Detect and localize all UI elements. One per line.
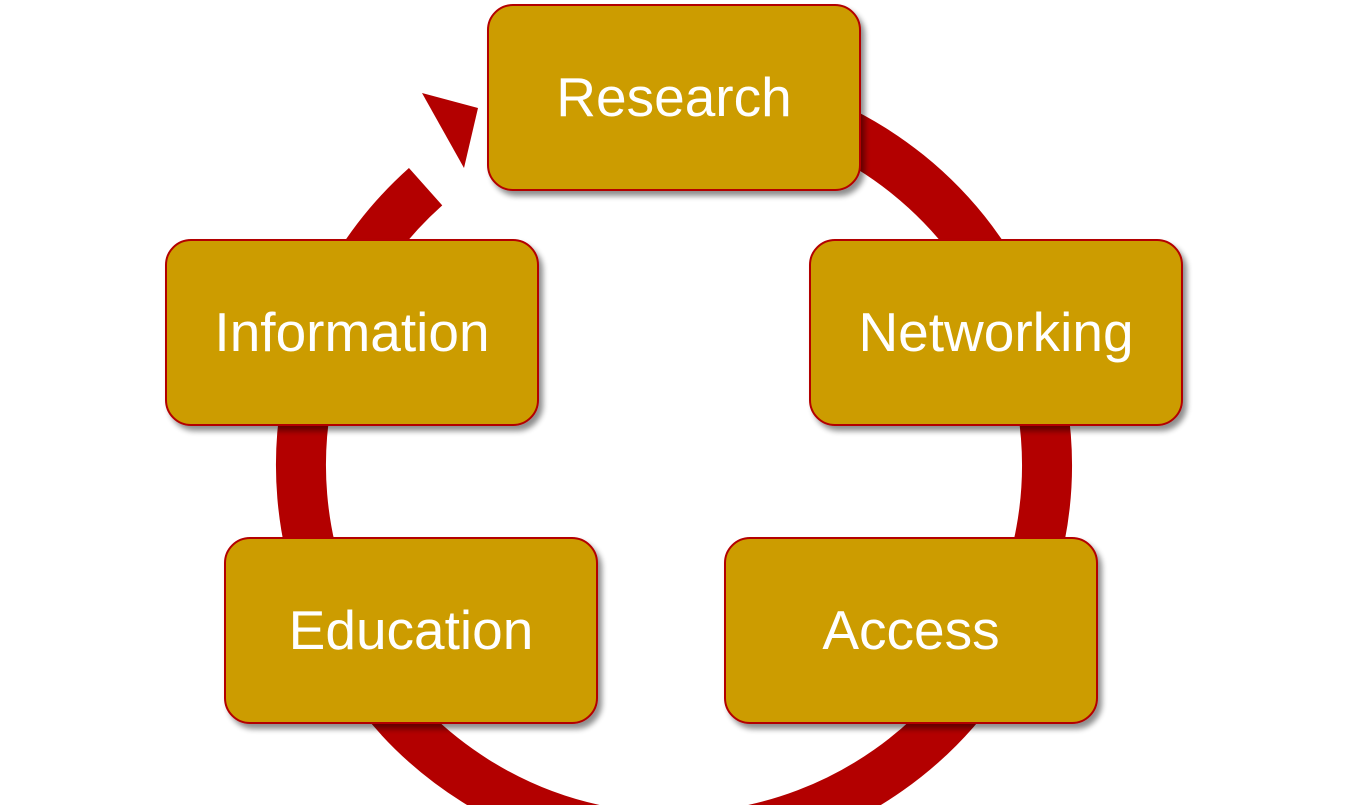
node-label-access: Access [822, 599, 999, 661]
cycle-ring [276, 67, 1072, 805]
node-label-networking: Networking [858, 301, 1133, 363]
node-information: Information [165, 239, 539, 426]
node-research: Research [487, 4, 861, 191]
cycle-arrowhead [422, 93, 478, 168]
node-label-information: Information [214, 301, 489, 363]
node-networking: Networking [809, 239, 1183, 426]
node-education: Education [224, 537, 598, 724]
node-label-research: Research [556, 66, 791, 128]
node-label-education: Education [289, 599, 534, 661]
node-access: Access [724, 537, 1098, 724]
